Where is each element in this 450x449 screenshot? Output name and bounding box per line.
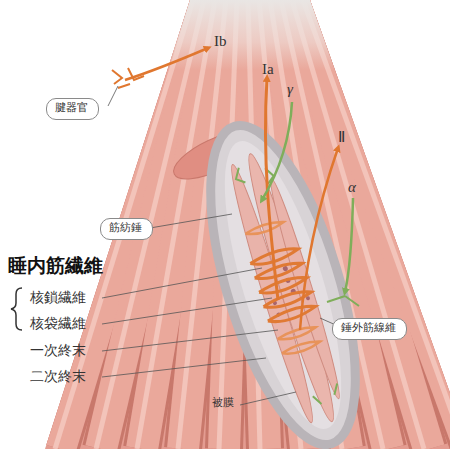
gamma-nerve (262, 102, 292, 200)
group-heading: 睡内筋繊維 (8, 254, 103, 277)
nerve-label: γ (287, 80, 293, 98)
nerve-label: Ia (262, 60, 274, 78)
bracket (11, 288, 22, 330)
label-tag: 錘外筋線維 (332, 318, 407, 340)
leader-lines (102, 86, 338, 405)
tag-text: 腱器官 (55, 101, 90, 115)
nerve-label: Ib (214, 32, 227, 50)
part-name: 被膜 (212, 396, 234, 409)
label-tag: 腱器官 (46, 98, 99, 120)
part-name: 二次終末 (30, 368, 86, 385)
alpha-branch (327, 296, 359, 306)
part-name: 核鎖繊維 (30, 289, 86, 306)
alpha-nerve (345, 198, 353, 292)
label-tag: 筋紡錘 (100, 218, 153, 240)
muscle-spindle (181, 110, 385, 449)
tag-text: 錘外筋線維 (341, 321, 398, 335)
part-name: 一次終末 (30, 342, 86, 359)
nerve-label: α (348, 178, 356, 196)
ii-nerve (300, 148, 338, 330)
part-name: 核袋繊維 (30, 315, 86, 332)
tendon-organ-endings (112, 68, 144, 88)
tag-text: 筋紡錘 (109, 221, 144, 235)
ib-nerve (125, 48, 208, 80)
nerve-label: Ⅱ (338, 128, 345, 146)
